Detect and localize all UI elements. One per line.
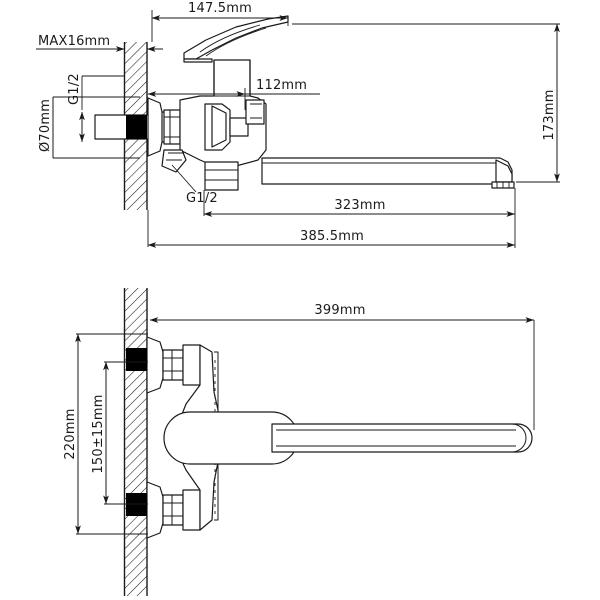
- view-side-elevation: 147.5mm MAX16mm G1/2 Ø70mm 1: [36, 1, 560, 248]
- diverter-facets: [166, 152, 184, 161]
- dimension-label-220: 220mm: [63, 408, 78, 459]
- outlet-leader-line: [171, 164, 197, 193]
- upper-hex-nut: [162, 349, 184, 381]
- lower-shank: [182, 489, 201, 531]
- dimension-spout-offset: 147.5mm: [151, 1, 289, 42]
- spout-tube: [261, 157, 513, 185]
- upper-hex-facets: [163, 350, 183, 380]
- dimension-label-147-5: 147.5mm: [188, 1, 252, 16]
- dimension-label-323: 323mm: [334, 198, 385, 213]
- dimension-outlet-thread: G1/2: [171, 164, 218, 206]
- lower-outlet-assembly: [161, 149, 239, 191]
- dimension-inlet-centres: 150±15mm: [91, 361, 148, 505]
- dimension-escutcheon-spread: 220mm: [63, 333, 148, 535]
- outlet-thread-lines: [205, 169, 238, 181]
- valve-stem: [229, 117, 249, 137]
- dimension-spout-reach-total: 385.5mm: [147, 210, 515, 248]
- dimension-overall-height: 173mm: [292, 23, 560, 183]
- lower-union-assembly: [126, 481, 201, 539]
- mixer-body-side: [179, 59, 267, 167]
- spout-tube: [271, 423, 533, 453]
- upper-shank: [182, 344, 201, 386]
- spout-end-cap: [511, 423, 527, 453]
- union-hex-nut: [163, 109, 181, 145]
- lower-hex-nut: [162, 494, 184, 526]
- dimension-label-173: 173mm: [542, 89, 557, 140]
- dimension-label-max16: MAX16mm: [38, 34, 110, 49]
- dimension-body-depth: 112mm: [147, 78, 320, 110]
- outlet-port-lines: [250, 103, 262, 119]
- wall-union-assembly: [94, 97, 181, 157]
- valve-cone: [211, 105, 227, 148]
- diverter-knob: [161, 149, 187, 173]
- lever-crease-1: [199, 24, 261, 53]
- view-front-elevation: 399mm 220mm 150±15mm: [63, 288, 535, 596]
- cartridge-sides: [213, 60, 251, 96]
- lever-capsule: [163, 411, 299, 465]
- dimension-label-385-5: 385.5mm: [300, 229, 364, 244]
- lower-seal: [126, 493, 147, 516]
- lower-hex-facets: [163, 495, 183, 525]
- aerator-ribs: [496, 182, 510, 188]
- spout-front: [271, 423, 533, 453]
- lower-escutcheon: [146, 481, 164, 539]
- spout-nose: [495, 159, 513, 183]
- lever-handle-front: [163, 411, 299, 465]
- outlet-thread-block: [204, 161, 239, 191]
- inlet-seal: [126, 115, 147, 139]
- lever-crease-2: [205, 27, 267, 57]
- hex-nut-facets: [164, 110, 180, 144]
- dimension-label-112: 112mm: [256, 78, 307, 93]
- dimension-label-150-15: 150±15mm: [91, 394, 106, 473]
- dimension-label-399: 399mm: [314, 303, 365, 318]
- upper-seal: [126, 348, 147, 371]
- dimension-spout-reach: 323mm: [203, 188, 516, 248]
- dimension-label-g12-outlet: G1/2: [186, 191, 218, 206]
- lever-handle-side: [183, 15, 289, 63]
- dimension-wall-thickness: MAX16mm: [36, 34, 163, 52]
- dimension-label-dia70: Ø70mm: [38, 99, 53, 152]
- spout-side: [261, 157, 515, 189]
- dimension-escutcheon-diameter: Ø70mm: [38, 96, 140, 159]
- dimension-spout-length: 399mm: [149, 303, 535, 430]
- escutcheon-cone: [147, 97, 163, 157]
- upper-escutcheon: [146, 336, 164, 394]
- dimension-label-g12-inlet: G1/2: [67, 73, 82, 105]
- lever-collar: [183, 58, 213, 63]
- upper-union-assembly: [126, 336, 201, 394]
